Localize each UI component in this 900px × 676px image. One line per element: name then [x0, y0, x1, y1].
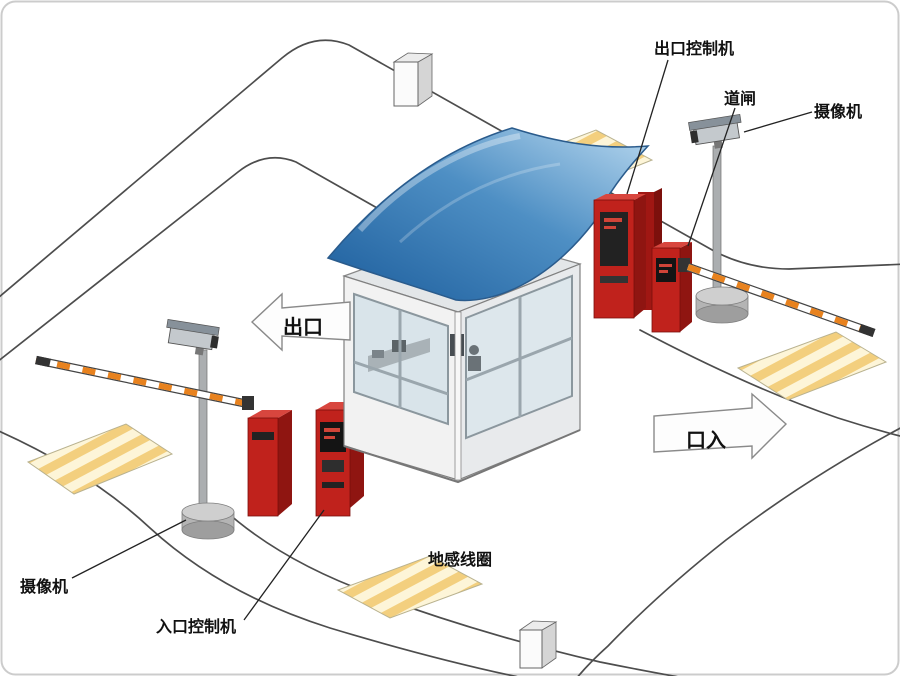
top-box-front [393, 61, 419, 107]
exit-barrier-top [652, 242, 692, 248]
text-labels: 出口控制机 道闸 摄像机 摄像机 入口控制机 地感线圈 [20, 39, 862, 636]
entrance-display-line2 [324, 436, 335, 439]
exit-controller-slot [600, 276, 628, 283]
leader-camera-right [743, 111, 813, 133]
camera-left-head [166, 319, 220, 356]
exit-arrow-label: 出口 [283, 315, 323, 339]
camera-right-head [688, 113, 742, 149]
entrance-barrier-top [248, 410, 292, 418]
entrance-controller-keypad [322, 460, 344, 472]
ground-coil-bottom [336, 555, 484, 619]
exit-display-line2 [659, 270, 668, 273]
ground-coil-right [736, 331, 888, 401]
bottom-box-front [519, 629, 543, 669]
booth-mullions [353, 297, 573, 417]
leader-exit-controller [626, 59, 669, 195]
booth-roof [326, 127, 650, 302]
entrance-arm-stripes [35, 357, 249, 407]
camera-right-base-bottom [695, 304, 749, 324]
label-ground-coil: 地感线圈 [428, 550, 492, 569]
entrance-arrow-label: 口入 [686, 428, 726, 452]
booth-corner-post [454, 311, 462, 481]
camera-left [166, 319, 235, 540]
exit-arm-bracket [678, 258, 690, 272]
entrance-arm-bracket [242, 396, 254, 410]
entrance-arrow-shape [653, 392, 788, 460]
leader-lines [71, 59, 813, 621]
exit-arrow-shape [250, 292, 351, 352]
road-edge-right-inner [639, 329, 900, 437]
label-camera-right: 摄像机 [814, 102, 862, 121]
label-exit-controller: 出口控制机 [654, 39, 734, 58]
label-barrier-gate: 道闸 [724, 89, 756, 108]
camera-left-base-top [181, 502, 235, 522]
booth-person-head [469, 345, 479, 355]
booth-roof-sheen [357, 133, 521, 233]
label-entrance-controller: 入口控制机 [156, 617, 236, 636]
booth-base-edge [343, 429, 581, 484]
road-edge-top-inner [0, 156, 431, 361]
entrance-barrier-side [278, 410, 292, 516]
exit-controller-machine [593, 188, 662, 319]
booth-roof-sheen2 [398, 162, 561, 244]
top-marker-box [392, 52, 434, 107]
leader-camera-left [71, 519, 187, 579]
exit-panel-line2 [604, 226, 616, 229]
booth-desk-item2 [372, 350, 384, 358]
leader-entrance-controller [243, 509, 325, 621]
road-edge-right-bottom [577, 427, 900, 676]
entrance-controller-slot [322, 482, 344, 488]
exit-controller-top [594, 194, 646, 200]
booth-person-body [468, 356, 481, 371]
camera-right-shield [688, 113, 742, 131]
exit-barrier-cabinet [651, 242, 692, 333]
exit-controller-side [634, 194, 646, 318]
exit-direction-arrow: 出口 [250, 292, 351, 352]
exit-arm-tip [858, 323, 876, 338]
entrance-direction-arrow: 口入 [653, 392, 788, 460]
bottom-marker-box [518, 620, 558, 669]
entrance-display-line1 [324, 428, 340, 432]
guard-booth [326, 127, 650, 484]
camera-left-base-bottom [181, 520, 235, 540]
exit-panel-line1 [604, 218, 622, 222]
entrance-barrier-band [252, 432, 274, 440]
camera-right-base-top [695, 286, 749, 306]
exit-barrier-side [680, 242, 692, 332]
camera-left-shield [166, 319, 220, 336]
camera-left-pole [198, 349, 208, 515]
booth-roof-surface [326, 127, 650, 302]
entrance-barrier-cabinet [247, 410, 292, 517]
entrance-arm-tip [35, 355, 51, 368]
road-edge-bottom-inner [219, 505, 678, 676]
exit-arm-stripes [686, 264, 876, 336]
label-camera-left: 摄像机 [20, 577, 68, 596]
camera-right-lens [689, 130, 699, 144]
entrance-barrier-arm [35, 355, 254, 410]
camera-left-lens [210, 335, 219, 349]
leader-barrier-gate [687, 107, 736, 247]
ground-coil-left [26, 423, 174, 495]
top-box-side [417, 53, 433, 107]
exit-barrier-arm [678, 258, 876, 338]
exit-display-line1 [659, 264, 672, 267]
